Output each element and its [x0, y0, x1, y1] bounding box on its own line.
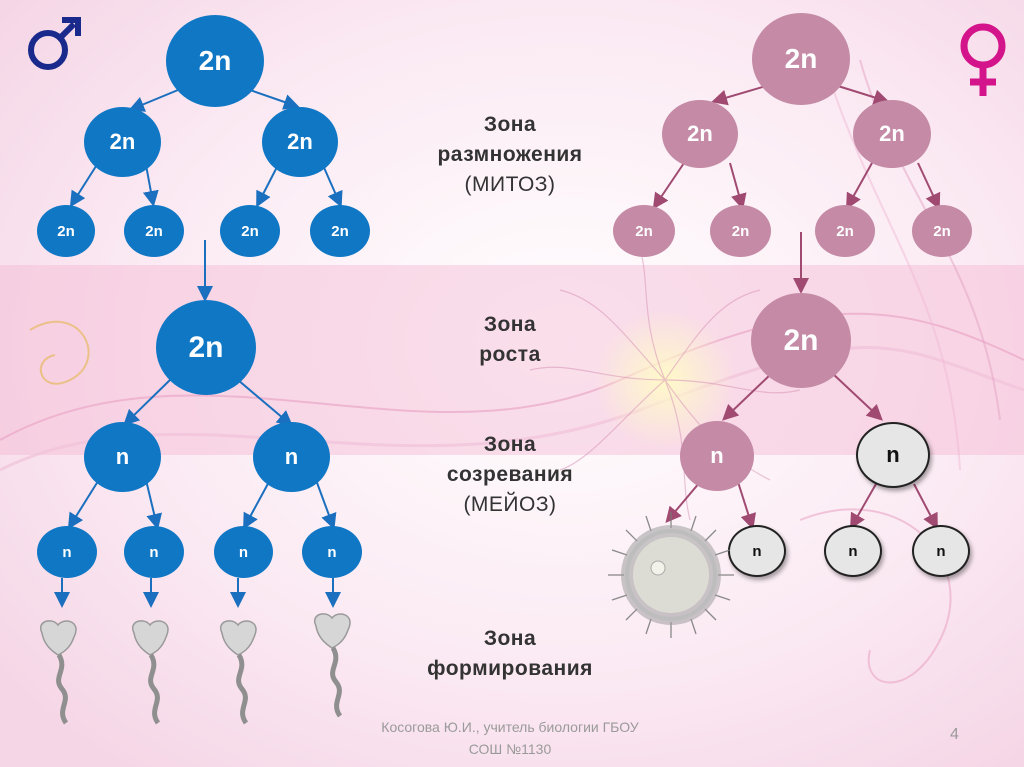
male-meiosis-subcell: n — [37, 526, 97, 578]
zone-process: (МИТОЗ) — [464, 173, 556, 196]
male-mitosis-subcell: 2n — [220, 205, 280, 257]
polar-body-small: n — [824, 525, 882, 577]
female-meiosis-cell: n — [680, 421, 754, 491]
male-mitosis-subcell: 2n — [37, 205, 95, 257]
arrow-female-root-left — [711, 85, 767, 106]
zone-title: Зона — [483, 433, 537, 456]
zone-process: (МЕЙОЗ) — [463, 493, 557, 516]
arrow-male-r1-a — [256, 164, 279, 208]
arrow-male-l1-a — [69, 162, 99, 208]
arrow-male-root-left — [128, 89, 179, 112]
zone-growth-label: Зона роста — [410, 310, 610, 370]
sperm-icon — [131, 620, 169, 725]
arrow-male-root-right — [249, 89, 300, 110]
zone-title: созревания — [446, 463, 574, 486]
zone-title: размножения — [437, 143, 583, 166]
sperm-icon — [313, 613, 351, 718]
arrow-male-growth-left — [123, 377, 173, 426]
arrow-male-n2-b — [315, 479, 337, 530]
female-root-cell: 2n — [752, 13, 850, 105]
male-growth-cell: 2n — [156, 300, 256, 395]
male-meiosis-subcell: n — [302, 526, 362, 578]
zone-maturation-label: Зона созревания (МЕЙОЗ) — [410, 430, 610, 520]
page-number: 4 — [950, 726, 959, 743]
male-mitosis-subcell: 2n — [310, 205, 370, 257]
arrow-female-n2-a — [850, 483, 877, 530]
arrow-male-n2-a — [243, 479, 271, 530]
author-credit: Косогова Ю.И., учитель биологии ГБОУ СОШ… — [340, 716, 680, 760]
arrow-female-l1-a — [652, 162, 685, 210]
female-mitosis-subcell: 2n — [710, 205, 771, 257]
arrow-female-root-right — [837, 85, 890, 106]
female-mitosis-subcell: 2n — [815, 205, 875, 257]
female-mitosis-subcell: 2n — [912, 205, 972, 257]
arrow-female-growth-right — [831, 372, 883, 421]
male-mitosis-subcell: 2n — [124, 205, 184, 257]
female-mitosis-cell: 2n — [662, 100, 738, 168]
male-mitosis-cell: 2n — [262, 107, 338, 177]
arrow-female-growth-left — [722, 372, 773, 421]
zone-title: Зона — [483, 313, 537, 336]
sperm-icon — [39, 620, 77, 725]
polar-body-cell: n — [856, 422, 930, 488]
zone-formation-label: Зона формирования — [400, 624, 620, 684]
female-growth-cell: 2n — [751, 293, 851, 388]
author-line: Косогова Ю.И., учитель биологии ГБОУ — [381, 719, 639, 735]
arrow-female-r1-a — [846, 162, 873, 210]
arrow-male-r1-b — [321, 162, 343, 208]
male-mitosis-cell: 2n — [84, 107, 161, 177]
zone-title: роста — [479, 343, 541, 366]
arrow-male-n1-b — [145, 479, 162, 530]
arrow-female-n1-a — [665, 481, 701, 524]
zone-title: формирования — [427, 657, 593, 680]
arrow-female-r1-b — [917, 162, 941, 210]
arrow-female-n2-b — [913, 483, 938, 530]
arrow-female-n1-b — [737, 481, 756, 530]
male-meiosis-cell: n — [84, 422, 161, 492]
male-meiosis-subcell: n — [124, 526, 184, 578]
author-line: СОШ №1130 — [468, 741, 552, 757]
sperm-icon — [219, 620, 257, 725]
male-root-cell: 2n — [166, 15, 264, 107]
arrow-male-l1-b — [142, 164, 159, 207]
egg-cell-icon — [608, 512, 734, 638]
venus-icon — [960, 23, 1006, 96]
zone-title: Зона — [483, 627, 537, 650]
polar-body-small: n — [912, 525, 970, 577]
female-mitosis-cell: 2n — [853, 100, 931, 168]
arrow-male-growth-right — [237, 379, 294, 427]
zone-reproduction-label: Зона размножения (МИТОЗ) — [410, 110, 610, 200]
male-meiosis-subcell: n — [214, 526, 273, 578]
female-mitosis-subcell: 2n — [613, 205, 675, 257]
arrow-female-l1-b — [729, 162, 747, 210]
zone-title: Зона — [483, 113, 537, 136]
male-meiosis-cell: n — [253, 422, 330, 492]
polar-body-small: n — [728, 525, 786, 577]
mars-icon — [28, 17, 81, 70]
arrow-male-n1-a — [67, 477, 101, 530]
